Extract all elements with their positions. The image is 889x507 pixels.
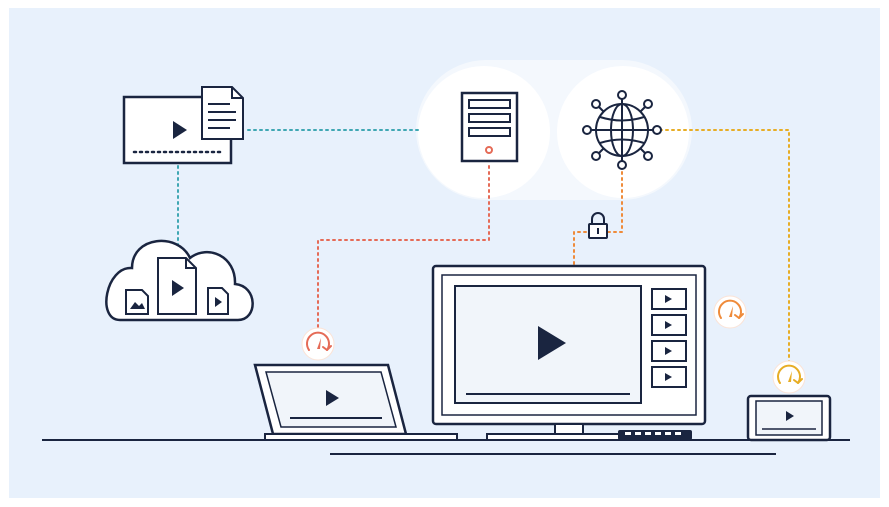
monitor-neck (554, 423, 584, 435)
playlist-item (651, 340, 687, 362)
small-video-doc-icon (207, 287, 229, 315)
play-icon (538, 326, 566, 360)
play-icon (665, 321, 672, 329)
play-icon (173, 121, 187, 139)
play-icon (326, 390, 339, 406)
monitor-icon (431, 264, 707, 441)
keyboard-icon (618, 430, 692, 440)
speed-gauge-icon (772, 360, 806, 394)
laptop-icon (253, 363, 458, 441)
playlist-item (651, 314, 687, 336)
playlist-item (651, 366, 687, 388)
connector-globe-to-tablet (659, 129, 790, 364)
play-icon (172, 280, 184, 296)
play-icon (215, 297, 222, 307)
play-icon (665, 295, 672, 303)
playlist-panel (651, 288, 687, 388)
monitor-base (486, 433, 628, 441)
play-icon (786, 411, 794, 421)
speed-gauge-icon (301, 327, 335, 361)
server-icon (460, 91, 519, 163)
playlist-item (651, 288, 687, 310)
tablet-icon (746, 394, 832, 442)
cloud-storage-icon (105, 239, 254, 322)
connector-server-to-laptop (317, 165, 490, 329)
video-doc-icon (157, 257, 197, 315)
speed-gauge-icon (713, 295, 747, 329)
lock-icon (588, 212, 608, 239)
server-status-light (485, 146, 493, 154)
play-icon (665, 373, 672, 381)
globe-network-icon (582, 90, 662, 170)
document-icon (201, 86, 244, 140)
image-file-icon (125, 289, 149, 315)
laptop-base (264, 433, 458, 441)
play-icon (665, 347, 672, 355)
